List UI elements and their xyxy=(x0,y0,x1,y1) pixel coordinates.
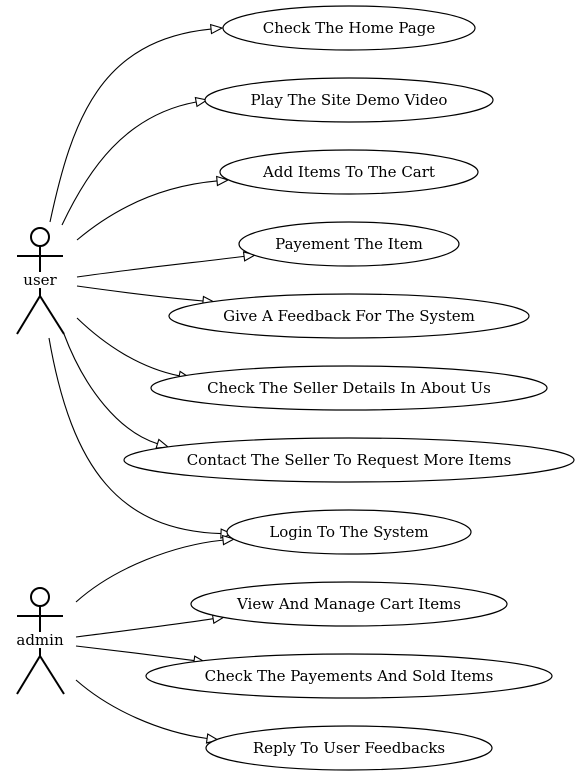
association-line xyxy=(76,255,245,278)
use-case-uc5[interactable]: Give A Feedback For The System xyxy=(168,293,530,339)
use-case-ellipse xyxy=(205,725,493,771)
use-case-ellipse xyxy=(145,653,553,699)
actor-left-leg xyxy=(16,295,41,335)
association-admin-uc9 xyxy=(75,613,226,638)
use-case-label: Check The Home Page xyxy=(263,19,436,37)
use-case-label: View And Manage Cart Items xyxy=(236,595,461,613)
use-case-uc11[interactable]: Reply To User Feedbacks xyxy=(205,725,493,771)
use-case-ellipse xyxy=(219,149,479,195)
actor-label: admin xyxy=(16,631,64,649)
association-admin-uc10 xyxy=(75,645,207,666)
association-user-uc1 xyxy=(49,23,224,223)
actor-user[interactable]: user xyxy=(16,227,65,335)
association-user-uc3 xyxy=(76,175,230,241)
arrowhead-icon xyxy=(221,534,236,546)
association-line xyxy=(75,645,195,662)
actors: user admin xyxy=(15,227,65,695)
use-case-ellipse xyxy=(204,77,494,123)
use-case-ellipse xyxy=(123,437,575,483)
association-line xyxy=(63,333,158,445)
association-line xyxy=(76,180,218,241)
use-case-label: Check The Payements And Sold Items xyxy=(205,667,494,685)
use-case-label: Reply To User Feedbacks xyxy=(253,739,445,757)
use-case-uc8[interactable]: Login To The System xyxy=(226,509,472,555)
use-case-uc10[interactable]: Check The Payements And Sold Items xyxy=(145,653,553,699)
use-case-uc2[interactable]: Play The Site Demo Video xyxy=(204,77,494,123)
association-user-uc4 xyxy=(76,251,257,278)
association-line xyxy=(75,618,214,638)
use-case-label: Login To The System xyxy=(269,523,428,541)
association-user-uc6 xyxy=(76,317,192,381)
actor-left-leg xyxy=(16,655,41,695)
association-line xyxy=(76,317,180,377)
actor-right-leg xyxy=(39,295,65,335)
actor-right-leg xyxy=(39,655,65,695)
use-case-uc9[interactable]: View And Manage Cart Items xyxy=(190,581,508,627)
use-case-uc1[interactable]: Check The Home Page xyxy=(222,5,476,51)
association-line xyxy=(75,539,224,603)
arrowhead-icon xyxy=(216,175,230,187)
use-case-uc6[interactable]: Check The Seller Details In About Us xyxy=(150,365,548,411)
use-case-ellipse xyxy=(238,221,460,267)
association-line xyxy=(48,337,222,535)
association-line xyxy=(76,285,204,302)
association-user-uc5 xyxy=(76,285,216,307)
association-line xyxy=(61,101,197,226)
use-case-ellipse xyxy=(190,581,508,627)
use-case-ellipse xyxy=(222,5,476,51)
actor-head-icon xyxy=(30,227,50,247)
use-case-uc4[interactable]: Payement The Item xyxy=(238,221,460,267)
use-case-uc7[interactable]: Contact The Seller To Request More Items xyxy=(123,437,575,483)
use-case-label: Check The Seller Details In About Us xyxy=(207,379,491,397)
association-user-uc8 xyxy=(48,337,234,539)
actor-label-background xyxy=(15,632,65,648)
use-case-label: Play The Site Demo Video xyxy=(251,91,448,109)
arrowhead-icon xyxy=(194,96,209,108)
use-case-ellipse xyxy=(226,509,472,555)
use-case-label: Contact The Seller To Request More Items xyxy=(187,451,512,469)
use-case-ellipse xyxy=(150,365,548,411)
arrowhead-icon xyxy=(209,23,224,35)
use-case-label: Give A Feedback For The System xyxy=(223,307,475,325)
use-case-label: Add Items To The Cart xyxy=(262,163,435,181)
use-case-label: Payement The Item xyxy=(275,235,423,253)
actor-label: user xyxy=(23,271,57,289)
association-line xyxy=(49,28,212,223)
use-case-uc3[interactable]: Add Items To The Cart xyxy=(219,149,479,195)
actor-label-background xyxy=(22,272,59,288)
association-line xyxy=(75,679,208,740)
actor-head-icon xyxy=(30,587,50,607)
use-case-ellipse xyxy=(168,293,530,339)
association-admin-uc8 xyxy=(75,534,236,603)
association-user-uc2 xyxy=(61,96,209,226)
actor-admin[interactable]: admin xyxy=(15,587,65,695)
